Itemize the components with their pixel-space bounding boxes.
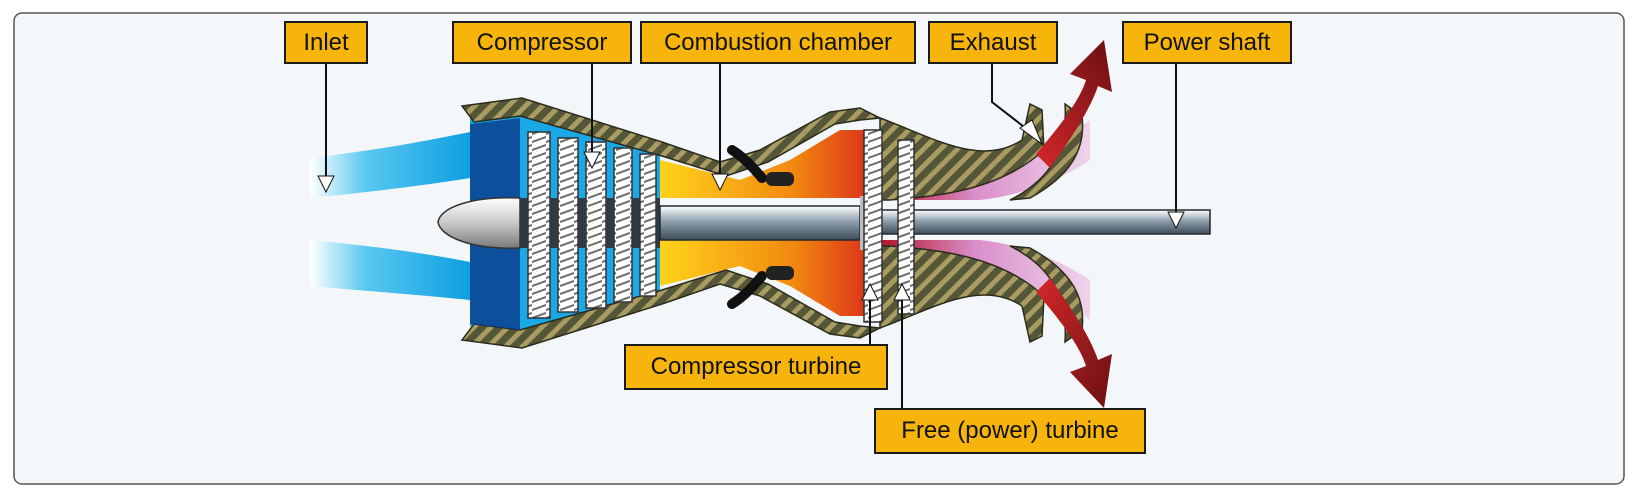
combustion-chamber-label: Combustion chamber (640, 21, 916, 64)
exhaust-label: Exhaust (928, 21, 1058, 64)
power-shaft-pointer (1167, 211, 1185, 230)
fuel-nozzle-upper (766, 172, 794, 186)
inlet-pointer (317, 175, 335, 194)
compressor-blade-row-1 (527, 131, 551, 319)
free-turbine-blades (897, 139, 915, 315)
intake-air-upper (310, 132, 470, 198)
free-turbine-pointer (893, 282, 911, 301)
compressor-blade-row-5 (639, 153, 657, 297)
compressor-blade-row-4 (613, 147, 633, 303)
compressor-pointer (583, 151, 601, 170)
compressor-turbine-blades (863, 129, 883, 323)
power-shaft-rod (879, 209, 1211, 235)
core-shaft (659, 205, 861, 241)
inlet-label: Inlet (284, 21, 368, 64)
exhaust-arrow-lower (1036, 278, 1112, 408)
combustion-pointer (711, 173, 729, 192)
compressor-turbine-pointer (861, 282, 879, 301)
exhaust-leader (991, 64, 1029, 131)
exhaust-pointer (1019, 119, 1044, 146)
exhaust-arrow-upper (1036, 40, 1112, 168)
compressor-label: Compressor (452, 21, 632, 64)
intake-air-lower (310, 240, 470, 300)
nose-cone (437, 197, 521, 249)
compressor-blade-row-2 (557, 137, 579, 313)
compressor-turbine-label: Compressor turbine (624, 344, 888, 390)
free-turbine-label: Free (power) turbine (874, 408, 1146, 454)
fuel-line-lower (727, 271, 767, 309)
fuel-nozzle-lower (766, 266, 794, 280)
power-shaft-label: Power shaft (1122, 21, 1292, 64)
compressor-blade-row-3 (585, 141, 607, 309)
fuel-line-upper (727, 145, 767, 183)
